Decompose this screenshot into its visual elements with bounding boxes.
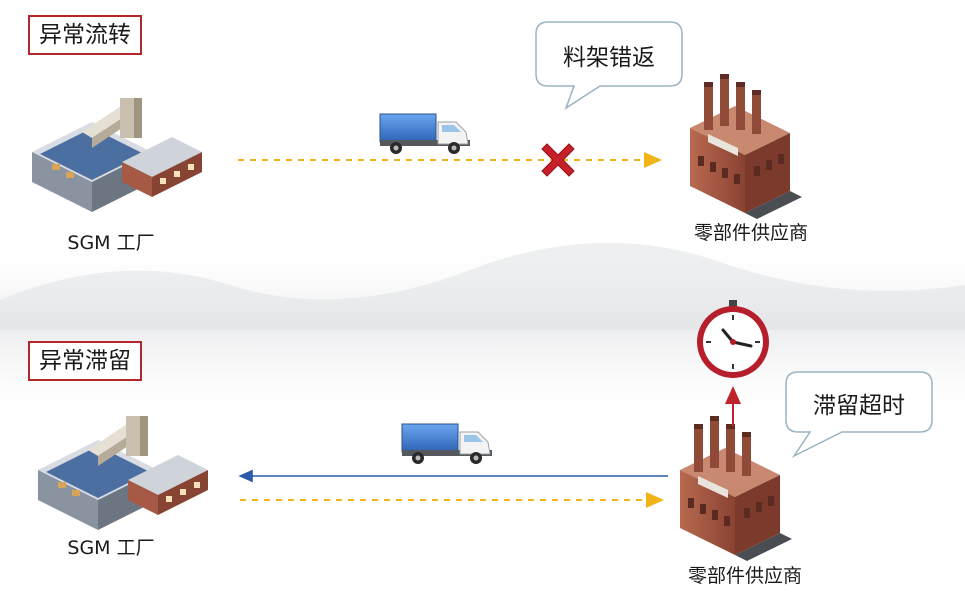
speech-bubble-icon (535, 21, 683, 110)
callout-text-2: 滞留超时 (813, 393, 905, 419)
target-label-2: 零部件供应商 (687, 565, 802, 587)
truck-icon (379, 113, 471, 155)
supplier-factory-icon (690, 74, 802, 219)
section-tag-abnormal-stay: 异常滞留 (28, 341, 142, 381)
speech-bubble-icon-2 (785, 371, 933, 458)
supplier-factory-icon-2 (680, 416, 792, 561)
target-label: 零部件供应商 (693, 222, 808, 244)
callout-text: 料架错返 (563, 45, 655, 71)
source-label: SGM 工厂 (67, 232, 155, 254)
factory-icon (32, 98, 202, 212)
section-tag-abnormal-flow: 异常流转 (28, 15, 142, 55)
source-label-2: SGM 工厂 (67, 537, 155, 559)
factory-icon-2 (38, 416, 208, 530)
clock-icon (697, 300, 769, 378)
cross-icon (541, 143, 575, 177)
